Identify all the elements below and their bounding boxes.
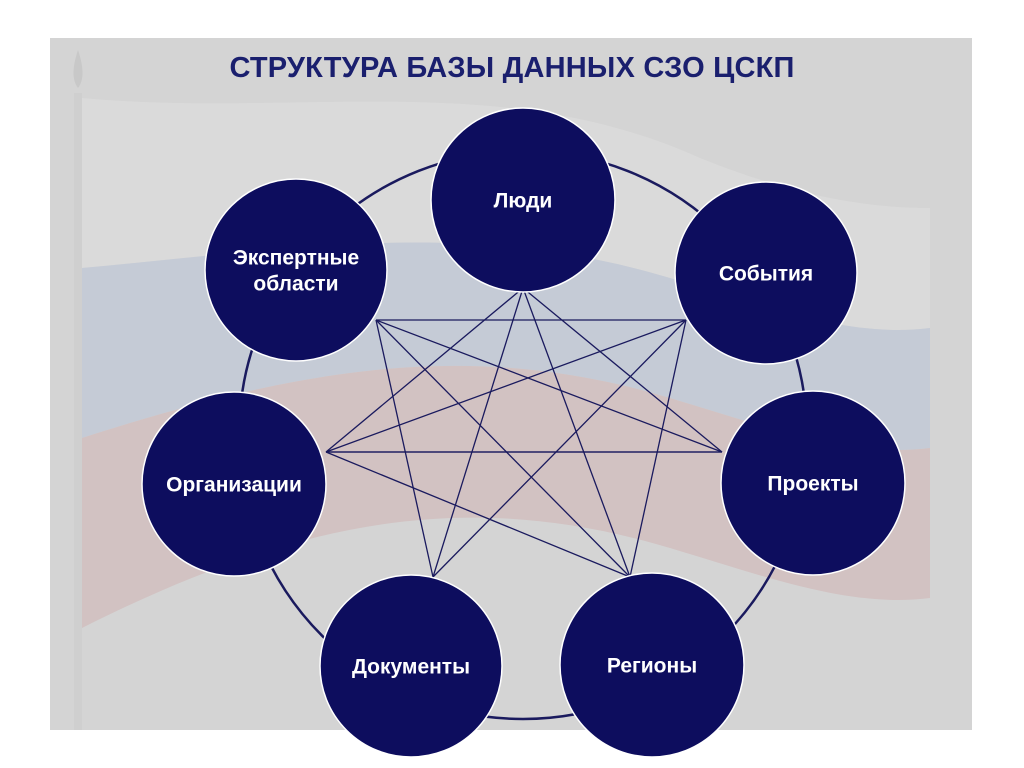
edge-events-documents	[432, 319, 687, 578]
node-label-expert-areas: области	[253, 273, 338, 296]
node-regions: Регионы	[559, 572, 745, 758]
node-label-events: События	[719, 263, 813, 286]
edge-events-regions	[629, 319, 687, 578]
flag-pole	[74, 93, 82, 730]
node-circle-events	[674, 181, 858, 365]
node-circle-projects	[720, 390, 906, 576]
node-circle-organizations	[141, 391, 327, 577]
page-title: СТРУКТУРА БАЗЫ ДАННЫХ СЗО ЦСКП	[229, 52, 795, 84]
flag-pole-finial	[73, 50, 83, 88]
edge-regions-expert-areas	[375, 319, 631, 578]
edge-people-projects	[522, 287, 723, 453]
node-people: Люди	[430, 107, 616, 293]
node-circle-regions	[559, 572, 745, 758]
edge-people-documents	[432, 287, 524, 578]
edge-people-organizations	[325, 287, 524, 453]
node-organizations: Организации	[141, 391, 327, 577]
node-circle-people	[430, 107, 616, 293]
node-circle-expert-areas	[204, 178, 388, 362]
node-label-organizations: Организации	[166, 474, 302, 497]
node-circle-documents	[319, 574, 503, 758]
node-label-projects: Проекты	[767, 473, 858, 496]
edge-regions-organizations	[325, 451, 631, 578]
node-projects: Проекты	[720, 390, 906, 576]
edge-group	[325, 287, 723, 578]
node-events: События	[674, 181, 858, 365]
edge-people-regions	[522, 287, 631, 578]
edge-events-organizations	[325, 319, 687, 453]
edge-projects-expert-areas	[375, 319, 723, 453]
node-expert-areas: Экспертные области	[204, 178, 388, 362]
node-label-expert-areas: Экспертные	[233, 246, 359, 269]
edge-documents-expert-areas	[375, 319, 434, 578]
node-label-regions: Регионы	[607, 655, 697, 678]
node-label-people: Люди	[494, 190, 553, 213]
node-label-documents: Документы	[352, 656, 470, 679]
node-documents: Документы	[319, 574, 503, 758]
